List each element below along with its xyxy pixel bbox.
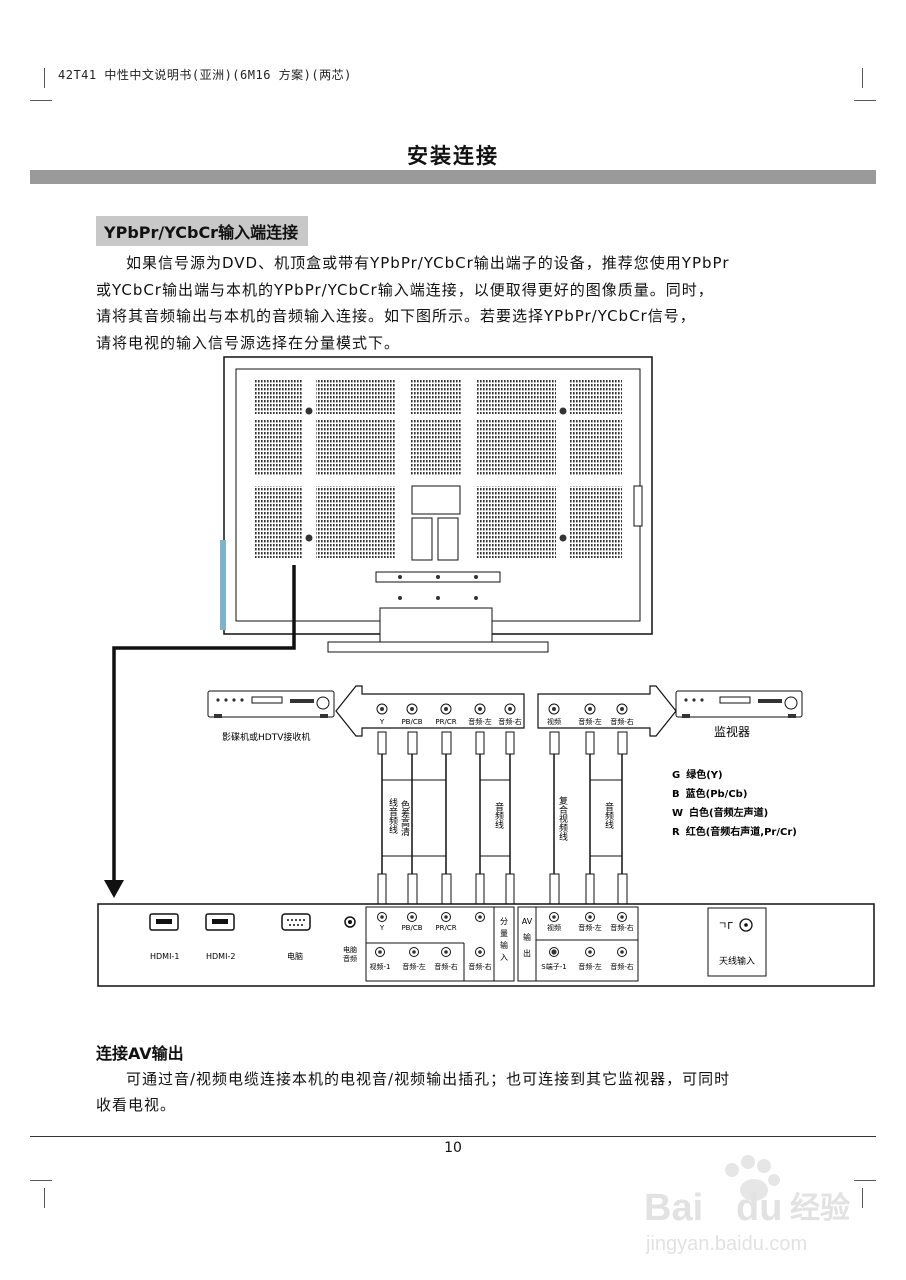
crop-mark xyxy=(854,1180,876,1181)
src-port-label: Y xyxy=(379,718,385,726)
svg-text:W白色(音频左声道): W白色(音频左声道) xyxy=(672,806,768,819)
svg-text:音频-左: 音频-左 xyxy=(578,923,602,932)
cable-label: 音频线 xyxy=(493,801,504,829)
out-port-label: 音频-右 xyxy=(610,717,634,726)
svg-text:入: 入 xyxy=(500,953,508,962)
cable-label: 色差高清 xyxy=(399,799,410,837)
svg-text:Bai: Bai xyxy=(644,1187,703,1229)
main-cable xyxy=(112,565,296,884)
footer-rule xyxy=(30,1136,876,1137)
document-code: 42T41 中性中文说明书(亚洲)(6M16 方案)(两芯) xyxy=(58,68,352,82)
dvd-label: 影碟机或HDTV接收机 xyxy=(222,731,310,743)
paragraph-line: 或YCbCr输出端与本机的YPbPr/YCbCr输入端连接，以便取得更好的图像质… xyxy=(96,280,714,299)
svg-text:S端子-1: S端子-1 xyxy=(541,962,566,971)
svg-text:du: du xyxy=(736,1187,782,1229)
crop-mark xyxy=(854,100,876,101)
connection-diagram: 影碟机或HDTV接收机 监视器 Y PB/CB PR/CR 音频-左 音频-右 … xyxy=(97,356,875,987)
crop-mark xyxy=(30,1180,52,1181)
svg-text:Y: Y xyxy=(379,924,385,932)
svg-text:输: 输 xyxy=(523,932,531,942)
arrow-head xyxy=(104,880,124,898)
crop-mark xyxy=(862,68,863,88)
svg-text:R红色(音频右声道,Pr/Cr): R红色(音频右声道,Pr/Cr) xyxy=(672,825,797,838)
title-bar xyxy=(30,170,876,184)
crop-mark xyxy=(862,1188,863,1208)
antenna-label: 天线输入 xyxy=(719,955,755,967)
paragraph-line: 可通过音/视频电缆连接本机的电视音/视频输出插孔；也可连接到其它监视器，可同时 xyxy=(126,1070,731,1088)
paragraph-line: 请将电视的输入信号源选择在分量模式下。 xyxy=(96,333,401,352)
out-port-label: 视频 xyxy=(547,717,561,726)
svg-text:视频-1: 视频-1 xyxy=(370,962,391,971)
svg-text:经验: 经验 xyxy=(790,1191,850,1226)
monitor-illustration xyxy=(675,690,803,718)
svg-text:音频-右: 音频-右 xyxy=(610,923,634,932)
paragraph-line: 请将其音频输出与本机的音频输入连接。如下图所示。若要选择YPbPr/YCbCr信… xyxy=(96,307,696,325)
svg-text:出: 出 xyxy=(523,948,531,958)
svg-text:G绿色(Y): G绿色(Y) xyxy=(672,768,723,781)
monitor-label: 监视器 xyxy=(714,724,750,739)
svg-text:音频-左: 音频-左 xyxy=(402,962,426,971)
baidu-jingyan-watermark: Bai du 经验 jingyan.baidu.com xyxy=(644,1155,850,1255)
svg-text:量: 量 xyxy=(500,929,508,938)
svg-text:电脑: 电脑 xyxy=(343,945,357,954)
component-input-box xyxy=(365,906,515,982)
svg-text:音频: 音频 xyxy=(343,954,357,963)
svg-text:音频-右: 音频-右 xyxy=(468,962,492,971)
source-arrow-box xyxy=(335,685,525,737)
out-port-label: 音频-左 xyxy=(578,717,602,726)
av-output-paragraph: 可通过音/视频电缆连接本机的电视音/视频输出插孔；也可连接到其它监视器，可同时 … xyxy=(96,1066,836,1118)
tv-back-illustration xyxy=(220,356,653,653)
svg-text:B蓝色(Pb/Cb): B蓝色(Pb/Cb) xyxy=(672,787,747,800)
av-output-heading: 连接AV输出 xyxy=(96,1044,184,1063)
svg-text:音频-左: 音频-左 xyxy=(578,962,602,971)
page-title: 安装连接 xyxy=(407,144,499,168)
src-port-label: 音频-左 xyxy=(468,717,492,726)
src-port-label: 音频-右 xyxy=(498,717,522,726)
output-arrow-box xyxy=(537,685,677,737)
cable-label: 复合视频线 xyxy=(557,795,568,841)
svg-text:分: 分 xyxy=(500,917,508,926)
section-heading: YPbPr/YCbCr输入端连接 xyxy=(96,216,309,246)
intro-paragraph: 如果信号源为DVD、机顶盒或带有YPbPr/YCbCr输出端子的设备，推荐您使用… xyxy=(96,250,836,356)
svg-text:视频: 视频 xyxy=(547,923,561,932)
hdmi1-label: HDMI-1 xyxy=(150,952,179,961)
paragraph-line: 收看电视。 xyxy=(96,1096,177,1114)
antenna-box xyxy=(707,907,767,977)
crop-mark xyxy=(44,68,45,88)
crop-mark xyxy=(44,1188,45,1208)
svg-text:PB/CB: PB/CB xyxy=(401,924,422,932)
src-port-label: PR/CR xyxy=(435,718,456,726)
svg-text:音频-右: 音频-右 xyxy=(610,962,634,971)
dvd-player-illustration xyxy=(207,690,335,718)
svg-text:输: 输 xyxy=(500,940,508,950)
svg-text:PR/CR: PR/CR xyxy=(435,924,456,932)
paragraph-line: 如果信号源为DVD、机顶盒或带有YPbPr/YCbCr输出端子的设备，推荐您使用… xyxy=(126,254,730,272)
svg-text:jingyan.baidu.com: jingyan.baidu.com xyxy=(645,1233,807,1255)
crop-mark xyxy=(30,100,52,101)
paw-logo-icon xyxy=(725,1155,780,1201)
antenna-symbol: ㄱΓ xyxy=(718,921,733,932)
cable-label: 线音频线 xyxy=(387,797,398,834)
svg-text:音频-右: 音频-右 xyxy=(434,962,458,971)
svg-text:AV: AV xyxy=(522,917,533,926)
hdmi2-label: HDMI-2 xyxy=(206,952,235,961)
pc-label: 电脑 xyxy=(287,951,303,961)
src-port-label: PB/CB xyxy=(401,718,422,726)
cable-label: 音频线 xyxy=(603,801,614,829)
page-number: 10 xyxy=(444,1140,462,1156)
